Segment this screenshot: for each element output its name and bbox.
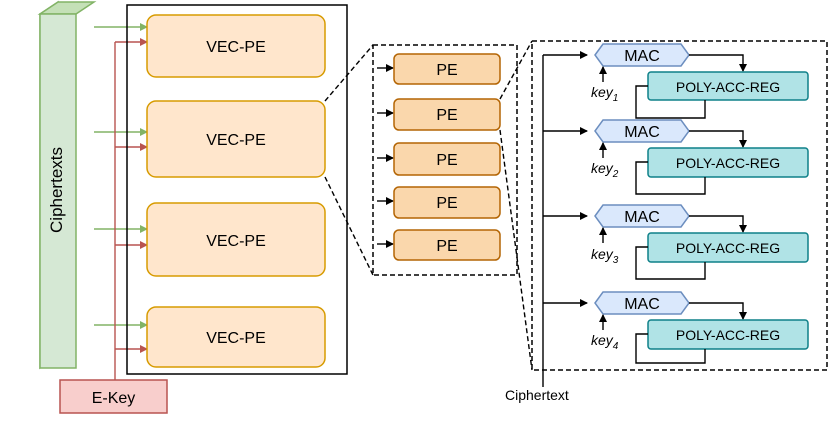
mac-unit: MAC key2 POLY-ACC-REG [591,119,809,195]
ekey-arrows [114,38,148,380]
mac-unit: MAC key4 POLY-ACC-REG [591,291,809,364]
vec-pe-box: VEC-PE [146,100,326,178]
pe-label: PE [436,195,457,212]
vec-pe-label: VEC-PE [206,39,266,56]
mac-label: MAC [624,124,660,141]
poly-acc-reg-label: POLY-ACC-REG [676,155,780,171]
key-label: key2 [591,160,619,180]
pe-item: PE [377,186,501,219]
vec-pe-container [126,4,348,375]
pe-item: PE [377,142,501,176]
pe-container [372,44,518,276]
pe-label: PE [436,107,457,124]
vec-pe-list: VEC-PE VEC-PE VEC-PE VEC-PE [146,14,326,368]
key-label: key4 [591,332,619,352]
pe-item: PE [377,229,501,261]
ciphertexts-block: Ciphertexts [37,0,97,370]
ciphertext-input-label: Ciphertext [505,387,569,403]
zoom-lines-vecpe [324,44,374,276]
pe-item: PE [377,53,501,85]
poly-acc-reg-label: POLY-ACC-REG [676,79,780,95]
zoom-lines-pe [499,40,533,371]
mac-unit: MAC key3 POLY-ACC-REG [591,204,809,280]
pe-label: PE [436,62,457,79]
pe-list: PE PE PE PE PE [377,53,501,261]
vec-pe-label: VEC-PE [206,132,266,149]
poly-acc-reg-label: POLY-ACC-REG [676,240,780,256]
mac-label: MAC [624,48,660,65]
pe-item: PE [377,98,501,131]
vec-pe-box: VEC-PE [146,14,326,78]
ciphertext-arrows [94,23,148,329]
vec-pe-box: VEC-PE [146,306,326,368]
mac-unit: MAC key1 POLY-ACC-REG [591,43,809,119]
key-label: key3 [591,246,619,266]
mac-label: MAC [624,209,660,226]
ciphertext-bus [542,51,588,387]
pe-label: PE [436,238,457,255]
ekey-label: E-Key [92,390,136,407]
poly-acc-reg-label: POLY-ACC-REG [676,327,780,343]
pe-label: PE [436,152,457,169]
vec-pe-box: VEC-PE [146,202,326,277]
vec-pe-label: VEC-PE [206,330,266,347]
mac-label: MAC [624,296,660,313]
ciphertexts-label: Ciphertexts [47,147,66,233]
ekey-box: E-Key [59,379,168,414]
key-label: key1 [591,84,618,104]
vec-pe-label: VEC-PE [206,233,266,250]
mac-container [531,40,828,371]
